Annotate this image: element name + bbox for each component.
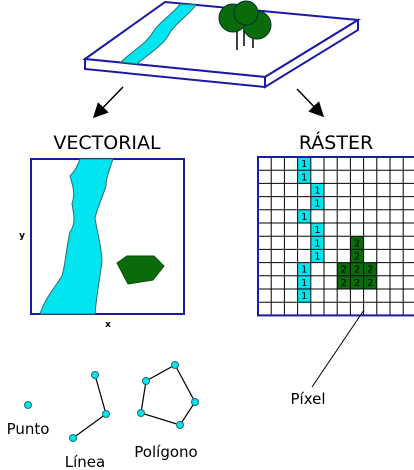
line-shape: [72, 374, 107, 439]
vector-title: VECTORIAL: [53, 132, 161, 154]
forest-cell: [337, 275, 351, 289]
slab-trees: [218, 0, 272, 50]
river-cell-value: 1: [301, 291, 307, 302]
vector-panel: y x: [19, 158, 185, 330]
landscape-slab: [82, 0, 362, 89]
river-cell: [297, 170, 311, 184]
river-cell: [297, 157, 311, 171]
river-cell: [297, 275, 311, 289]
river-cell-value: 1: [314, 186, 320, 197]
polygon-vertex: [176, 421, 184, 429]
forest-cell: [363, 275, 377, 289]
polygon-label: Polígono: [134, 443, 197, 461]
river-cell: [297, 262, 311, 276]
axis-x-label: x: [105, 320, 111, 330]
forest-cell: [350, 236, 364, 250]
forest-cell-value: 2: [341, 265, 347, 276]
raster-title: RÁSTER: [299, 131, 373, 154]
river-cell-value: 1: [301, 278, 307, 289]
forest-cell-value: 2: [341, 278, 347, 289]
arrow-to-vector: [92, 86, 124, 119]
forest-cell-value: 2: [367, 278, 373, 289]
point-example: Punto: [7, 401, 50, 438]
forest-cell: [350, 262, 364, 276]
river-cell: [310, 249, 324, 263]
forest-cell: [350, 275, 364, 289]
river-cell-value: 1: [314, 252, 320, 263]
raster-frame: [257, 156, 414, 317]
forest-cell-value: 2: [354, 278, 360, 289]
river-cell-value: 1: [314, 238, 320, 249]
river-cell-value: 1: [301, 265, 307, 276]
line-vertex: [69, 434, 77, 442]
forest-cell: [350, 249, 364, 263]
point-marker: [24, 401, 32, 409]
slab-river: [119, 3, 197, 65]
forest-cell-value: 2: [367, 265, 373, 276]
forest-cell: [363, 262, 377, 276]
slab-side: [264, 18, 359, 89]
pixel-pointer: [311, 309, 365, 388]
polygon-vertex: [142, 377, 150, 385]
polygon-example: Polígono: [134, 361, 199, 461]
line-label: Línea: [65, 453, 105, 470]
pixel-label: Píxel: [290, 390, 325, 408]
river-cell: [310, 223, 324, 237]
arrow-to-raster: [296, 88, 325, 118]
river-cell-value: 1: [301, 172, 307, 183]
vector-forest: [116, 255, 165, 285]
river-cell-value: 1: [301, 212, 307, 223]
river-cell-value: 1: [314, 199, 320, 210]
polygon-vertex: [137, 409, 145, 417]
river-cell-value: 1: [301, 159, 307, 170]
line-vertex: [91, 371, 99, 379]
axis-y-label: y: [19, 231, 25, 241]
point-label: Punto: [7, 420, 50, 438]
river-cell: [297, 289, 311, 303]
forest-cell-value: 2: [354, 238, 360, 249]
line-example: Línea: [65, 371, 110, 470]
forest-cell-value: 2: [354, 252, 360, 263]
river-cell: [310, 236, 324, 250]
river-cell: [310, 196, 324, 210]
river-cell-value: 1: [314, 225, 320, 236]
forest-cell: [337, 262, 351, 276]
line-vertex: [102, 410, 110, 418]
river-cell: [297, 209, 311, 223]
polygon-shape: [140, 364, 196, 426]
polygon-vertex: [171, 361, 179, 369]
polygon-vertex: [191, 398, 199, 406]
river-cell: [310, 183, 324, 197]
forest-cell-value: 2: [354, 265, 360, 276]
vector-river: [39, 158, 114, 315]
